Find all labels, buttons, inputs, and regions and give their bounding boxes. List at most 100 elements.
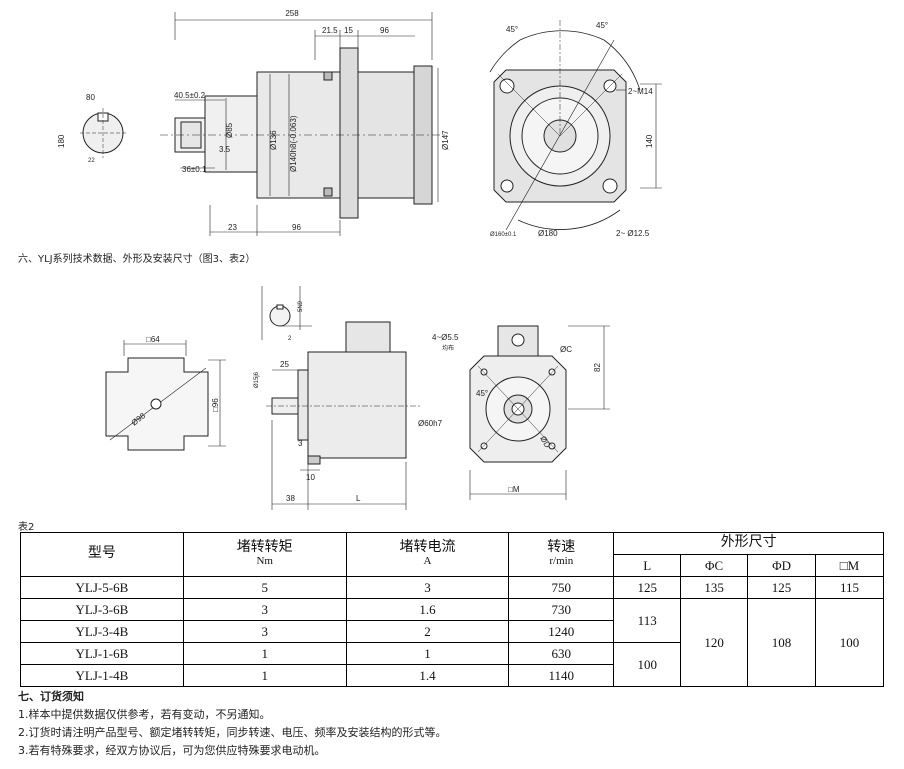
dim-96-bottom: 96 [292, 223, 301, 232]
cell-D-group: 108 [747, 598, 816, 687]
cell-L: 125 [613, 576, 682, 599]
dim-angle-45-left: 45° [506, 25, 518, 34]
cell-model: YLJ-3-4B [20, 620, 184, 643]
dim-key-22: 22 [88, 158, 95, 164]
dim-hole-12-5: 2~ Ø12.5 [616, 229, 650, 238]
cell-torque: 3 [182, 620, 347, 643]
header-speed-unit: r/min [549, 555, 574, 568]
cell-C: 135 [680, 576, 749, 599]
notes-heading: 七、订货须知 [18, 690, 84, 703]
dim-40-5: 40.5±0.2 [174, 91, 206, 100]
fig4-side-view [266, 321, 420, 510]
note-item: 2.订货时请注明产品型号、额定堵转转矩，同步转速、电压、频率及安装结构的形式等。 [18, 726, 447, 739]
cell-M-group: 100 [815, 598, 884, 687]
cell-model: YLJ-5-6B [20, 576, 184, 599]
dim-23: 23 [228, 223, 237, 232]
cell-speed: 730 [508, 598, 615, 621]
dim-3-5: 3.5 [219, 145, 231, 154]
dim-angle-45: 45° [476, 389, 488, 398]
table-header-row: 型号 堵转转矩 Nm 堵转电流 A 转速 r/min 外形尺寸 [20, 532, 884, 577]
cell-current: 2 [345, 620, 510, 643]
dim-holes-note: 均布 [442, 344, 454, 352]
dim-sq64: □64 [146, 335, 160, 344]
header-torque-unit: Nm [256, 555, 273, 568]
dim-21-5: 21.5 [322, 26, 338, 35]
cell-L-group-b: 100 [613, 642, 682, 687]
dim-3: 3 [298, 439, 303, 448]
dim-L: L [356, 494, 361, 503]
cell-L-group-a: 113 [613, 598, 682, 643]
header-current-label: 堵转电流 [399, 540, 456, 556]
dim-sq-m: □M [508, 485, 520, 494]
dim-dia60h7: Ø60h7 [418, 419, 443, 428]
fig4-key-detail [261, 286, 312, 340]
dim-25: 25 [280, 360, 289, 369]
cell-model: YLJ-1-4B [20, 664, 184, 687]
cell-current: 1.6 [345, 598, 510, 621]
cell-speed: 1140 [508, 664, 615, 687]
fig4-side-dims: 25 3 10 38 L [280, 360, 361, 503]
header-current-unit: A [423, 555, 432, 568]
dim-dia160: Ø160±0.1 [490, 232, 517, 238]
dim-dia147: Ø147 [441, 130, 450, 150]
dim-38: 38 [286, 494, 295, 503]
spec-table: 型号 堵转转矩 Nm 堵转电流 A 转速 r/min 外形尺寸 L ΦC ΦD … [20, 532, 884, 687]
fig4-front-view [469, 325, 610, 500]
cell-current: 1.4 [345, 664, 510, 687]
table-row: YLJ-5-6B 5 3 750 125 135 125 115 [20, 576, 884, 599]
cell-torque: 3 [182, 598, 347, 621]
header-current: 堵转电流 A [345, 532, 510, 577]
dim-dia85: Ø85 [225, 122, 234, 138]
dim-140: 140 [645, 134, 654, 148]
fig3-front-view [489, 20, 662, 231]
header-speed-label: 转速 [547, 540, 576, 556]
fig3-key-detail [80, 108, 126, 158]
table-label: 表2 [18, 522, 35, 533]
dim-overall-length: 258 [285, 9, 299, 18]
cell-speed: 1240 [508, 620, 615, 643]
dim-key-5n9: 5N9 [298, 300, 304, 312]
cell-D: 125 [747, 576, 816, 599]
fig4-end-view [105, 340, 226, 451]
dim-dia136: Ø136 [269, 130, 278, 150]
dim-2-m14: 2~M14 [628, 87, 653, 96]
dim-10: 10 [306, 473, 315, 482]
cell-C-group: 120 [680, 598, 749, 687]
table-row: YLJ-1-4B 1 1.4 1140 [20, 664, 884, 687]
technical-drawing: 258 21.5 15 96 40.5±0.2 3.5 36±0.1 23 96… [57, 9, 662, 510]
header-L: L [613, 554, 682, 577]
cell-speed: 630 [508, 642, 615, 665]
cell-torque: 1 [182, 642, 347, 665]
cell-M: 115 [815, 576, 884, 599]
dim-15: 15 [344, 26, 353, 35]
dim-key-80: 80 [86, 93, 95, 102]
dim-key-180: 180 [57, 134, 66, 148]
note-item: 3.若有特殊要求，经双方协议后，可为您供应特殊要求电动机。 [18, 744, 326, 757]
cell-torque: 5 [182, 576, 347, 599]
cell-torque: 1 [182, 664, 347, 687]
dim-dia180: Ø180 [538, 229, 558, 238]
order-notes: 七、订货须知 1.样本中提供数据仅供参考，若有变动，不另通知。 2.订货时请注明… [18, 688, 447, 760]
header-dims: 外形尺寸 [613, 532, 884, 555]
cell-model: YLJ-3-6B [20, 598, 184, 621]
header-torque-label: 堵转转矩 [236, 540, 293, 556]
cell-current: 3 [345, 576, 510, 599]
cell-current: 1 [345, 642, 510, 665]
header-M: □M [815, 554, 884, 577]
dim-dia15j6: Ø15j6 [254, 371, 260, 388]
header-D: ΦD [747, 554, 816, 577]
header-torque: 堵转转矩 Nm [182, 532, 347, 577]
dim-holes-5-5: 4~Ø5.5 [432, 333, 459, 342]
header-speed: 转速 r/min [508, 532, 615, 577]
dim-sq96: □96 [211, 398, 220, 412]
fig3-front-dims: 45° 45° 2~M14 140 2~ Ø12.5 Ø180 Ø160±0.1 [490, 21, 654, 238]
dim-dia-c: ØC [560, 345, 572, 354]
header-C: ΦC [680, 554, 749, 577]
table-row: YLJ-3-6B 3 1.6 730 113 120 108 100 [20, 598, 884, 687]
cell-model: YLJ-1-6B [20, 642, 184, 665]
fig3-side-view [160, 12, 445, 236]
dim-angle-45-right: 45° [596, 21, 608, 30]
dim-96-top: 96 [380, 26, 389, 35]
dim-82: 82 [593, 363, 602, 372]
dim-36: 36±0.1 [182, 165, 207, 174]
